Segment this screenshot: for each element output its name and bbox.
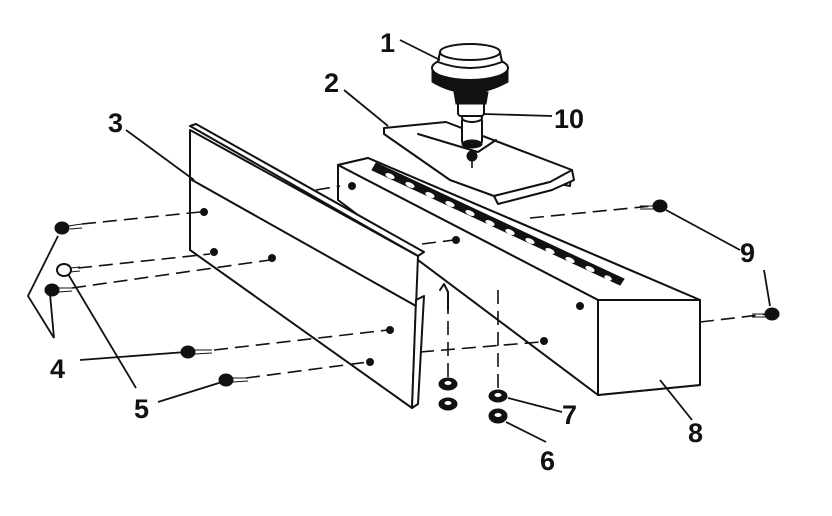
callout-5: 5 bbox=[134, 394, 149, 424]
part-10-threaded-stud bbox=[457, 101, 485, 149]
part-4-screws bbox=[44, 221, 213, 359]
part-3-fence-plate bbox=[189, 123, 425, 409]
assembly-lines bbox=[71, 156, 769, 390]
callout-4: 4 bbox=[50, 354, 65, 384]
part-2-clamp-bracket bbox=[383, 121, 575, 205]
scale-markings bbox=[371, 162, 625, 286]
callout-8: 8 bbox=[688, 418, 703, 448]
part-1-knob bbox=[431, 43, 509, 105]
nuts-and-washers bbox=[438, 377, 508, 424]
callout-1: 1 bbox=[380, 28, 395, 58]
part-5-screws bbox=[56, 263, 249, 387]
callout-labels: 1 2 3 4 5 6 7 8 9 10 bbox=[50, 28, 755, 476]
part-8-fence-block bbox=[337, 157, 701, 396]
part-9-screws bbox=[640, 199, 780, 321]
leader-lines bbox=[26, 39, 771, 443]
callout-7: 7 bbox=[562, 400, 577, 430]
callout-9: 9 bbox=[740, 238, 755, 268]
callout-2: 2 bbox=[324, 68, 339, 98]
callout-10: 10 bbox=[554, 104, 584, 134]
callout-3: 3 bbox=[108, 108, 123, 138]
callout-6: 6 bbox=[540, 446, 555, 476]
